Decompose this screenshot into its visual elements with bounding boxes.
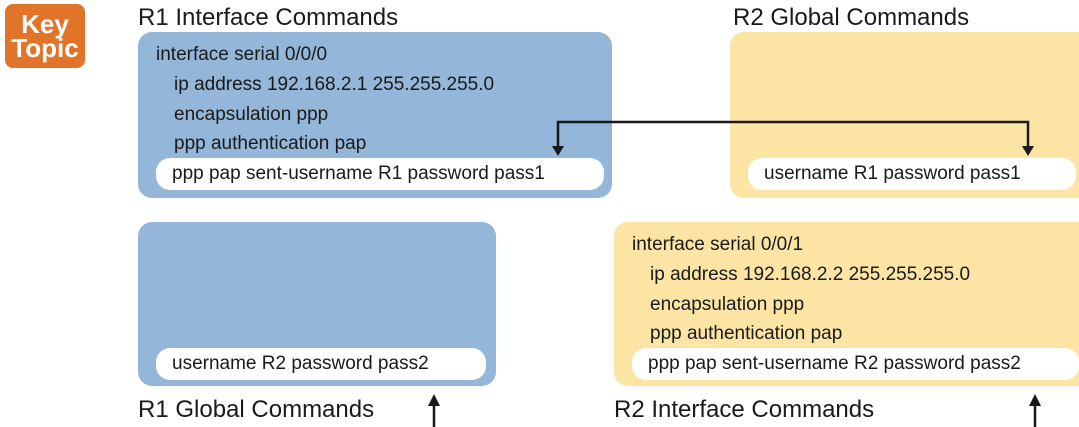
r1-interface-line: interface serial 0/0/0 [156,44,328,65]
r2-interface-line: ppp authentication pap [650,323,843,344]
r2-username-r1-command: username R1 password pass1 [748,158,1076,190]
r1-global-up-arrowhead [428,394,440,406]
r2-interface-line: interface serial 0/0/1 [632,234,804,255]
r1-interface-box: interface serial 0/0/0 ip address 192.16… [138,32,612,198]
r2-interface-up-arrowhead [1029,394,1041,406]
r2-interface-heading: R2 Interface Commands [614,396,875,423]
r1-interface-heading: R1 Interface Commands [138,4,399,31]
r1-interface-line: ip address 192.168.2.1 255.255.255.0 [174,74,495,95]
key-topic-line1: Key [21,9,69,39]
r2-interface-box: interface serial 0/0/1 ip address 192.16… [614,222,1079,386]
r2-global-heading: R2 Global Commands [733,4,970,31]
r2-global-box: username R1 password pass1 [730,32,1079,198]
r1-interface-line: ppp authentication pap [174,133,367,154]
r1-interface-line: encapsulation ppp [174,104,329,125]
r2-interface-line: encapsulation ppp [650,294,805,315]
r2-sent-username-command: ppp pap sent-username R2 password pass2 [632,348,1079,380]
key-topic-line2: Topic [11,33,79,63]
key-topic-badge: Key Topic [5,4,85,68]
r1-global-heading: R1 Global Commands [138,396,375,423]
r1-sent-username-command: ppp pap sent-username R1 password pass1 [156,158,604,190]
r2-interface-line: ip address 192.168.2.2 255.255.255.0 [650,264,971,285]
r1-global-box: username R2 password pass2 [138,222,496,386]
r1-username-r2-command: username R2 password pass2 [156,348,486,380]
